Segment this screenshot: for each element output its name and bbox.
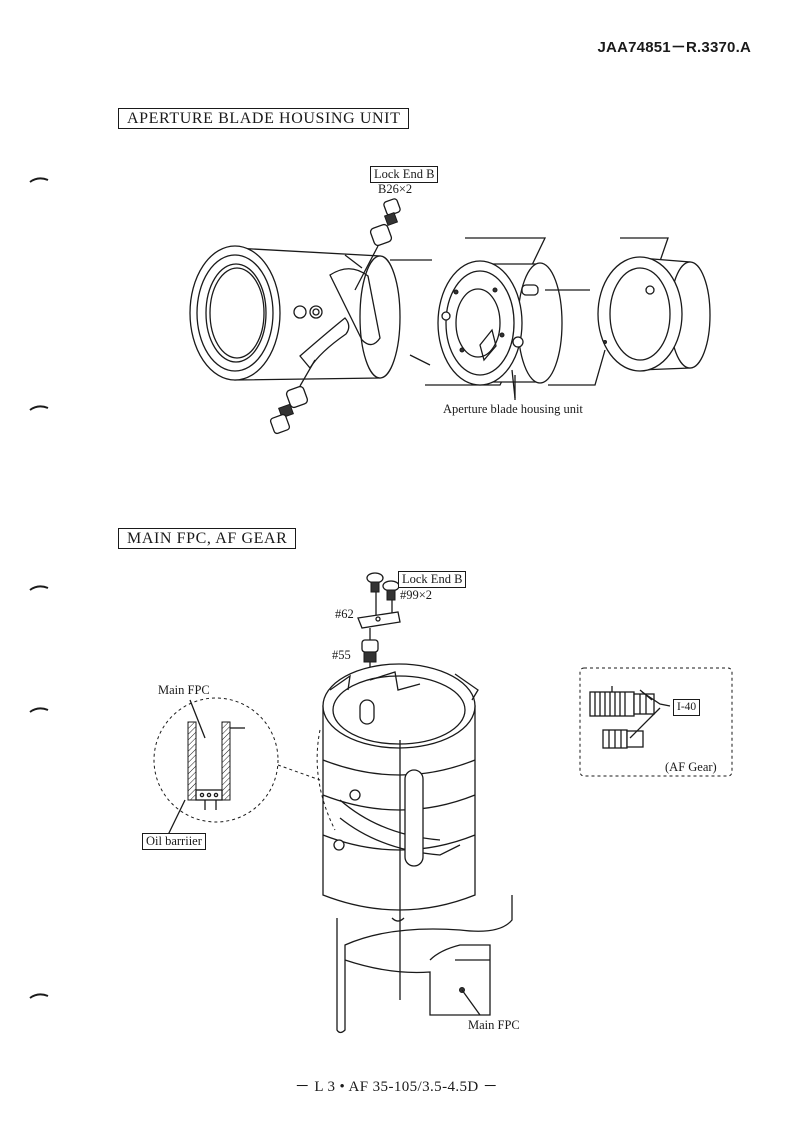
grease-label: I-40: [673, 699, 701, 716]
lock-end-label-section1: Lock End B: [370, 166, 439, 183]
part-55-label: #55: [332, 648, 351, 662]
margin-marks: [29, 177, 49, 999]
lens-barrel-front: [189, 245, 401, 381]
lock-end-label-section2: Lock End B: [398, 571, 467, 588]
main-fpc-detail-label: Main FPC: [158, 683, 210, 697]
page-footer: － L 3 • AF 35-105/3.5-4.5D －: [294, 1079, 499, 1095]
af-barrel-body: [322, 663, 479, 1000]
screw-top-section1: [354, 198, 401, 291]
section-title-main-fpc-af-gear: MAIN FPC, AF GEAR: [118, 528, 297, 549]
main-fpc-bottom-label: Main FPC: [468, 1018, 520, 1032]
document-number: JAA74851－R.3370.A: [597, 39, 751, 56]
aperture-housing-unit: [390, 237, 563, 399]
aperture-unit-caption: Aperture blade housing unit: [443, 402, 583, 416]
af-gear-inset: [579, 667, 733, 777]
af-gear-label: (AF Gear): [665, 760, 717, 774]
screw-spec-section2: #99×2: [400, 588, 433, 602]
section-title-aperture-blade-housing: APERTURE BLADE HOUSING UNIT: [118, 108, 410, 129]
oil-barrier-detail: [153, 697, 336, 836]
lens-barrel-rear: [545, 237, 711, 386]
main-fpc-strip: [336, 895, 513, 1034]
part-62-label: #62: [335, 607, 354, 621]
screw-bottom-section1: [269, 359, 316, 435]
oil-barrier-label: Oil barriier: [142, 833, 206, 850]
screw-spec-section1: B26×2: [378, 182, 413, 196]
screw-group-section2: [357, 572, 401, 710]
